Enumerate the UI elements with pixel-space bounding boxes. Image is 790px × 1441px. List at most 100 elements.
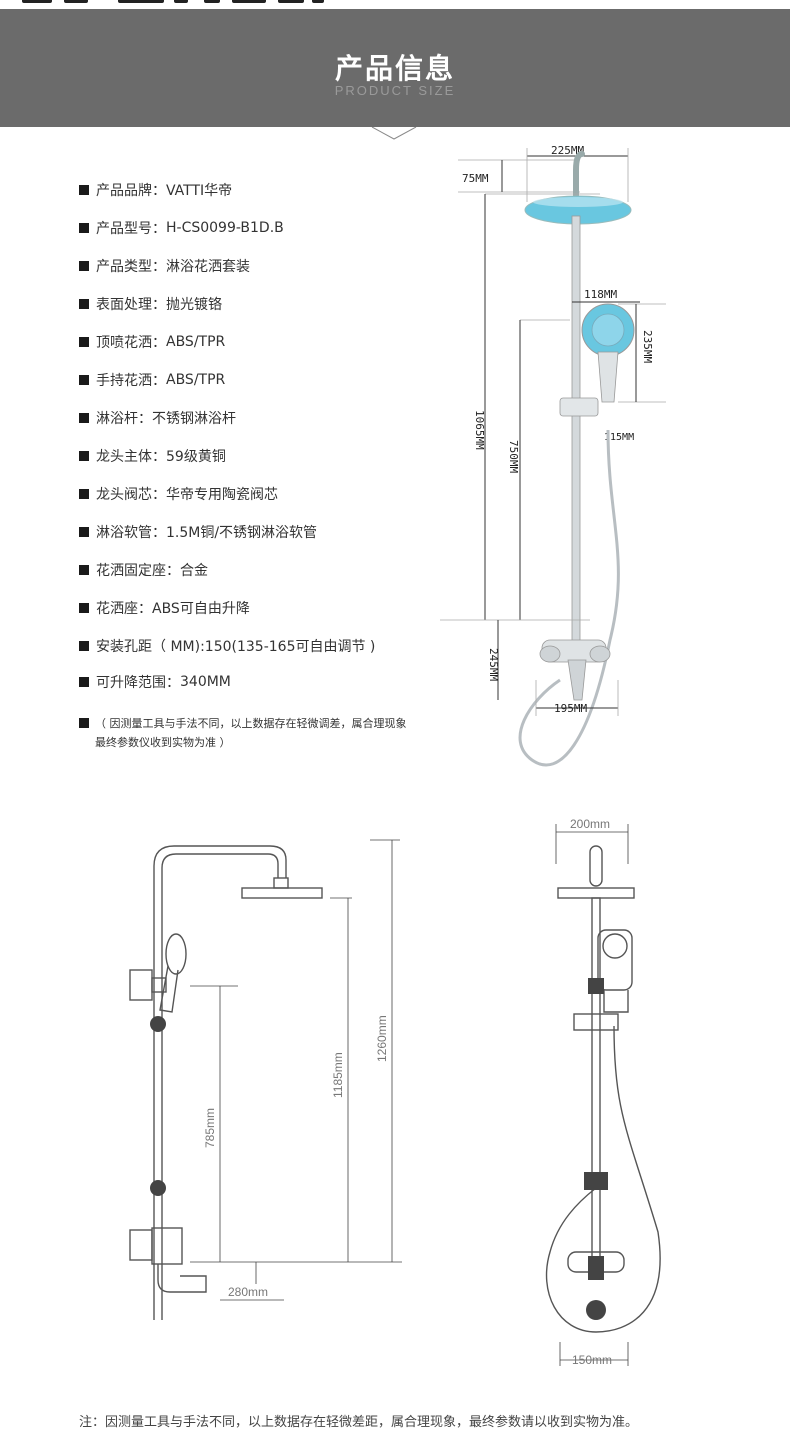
- product-dimension-diagram: 225MM 75MM 1065MM 118MM 235MM 115MM 750M…: [440, 144, 666, 767]
- measurement-note: （ 因测量工具与手法不同，以上数据存在轻微调差，属合理现象 最终参数仪收到实物为…: [79, 714, 459, 752]
- bullet-square: [79, 223, 89, 233]
- bullet-square: [79, 261, 89, 271]
- dim-side-head-to-mixer: 1185mm: [331, 1052, 345, 1098]
- shower-arm: [573, 151, 585, 203]
- dim-front-hole-spacing: 150mm: [572, 1353, 612, 1367]
- front-arm: [589, 845, 603, 887]
- dim-side-slide: 785mm: [203, 1108, 217, 1148]
- spec-value: ABS/TPR: [166, 334, 226, 350]
- spec-value: 抛光镀铬: [166, 297, 222, 313]
- dim-top-width: 225MM: [551, 144, 584, 157]
- spec-label: 花洒固定座：: [96, 563, 180, 579]
- spec-item-lift-range: 可升降范围：340MM: [79, 672, 231, 692]
- spec-label: 龙头阀芯：: [96, 487, 166, 503]
- spec-value: 1.5M铜/不锈钢淋浴软管: [166, 525, 318, 541]
- bullet-square: [79, 603, 89, 613]
- spec-label: 安装孔距（ MM):: [96, 639, 205, 655]
- footer-note: 注：因测量工具与手法不同，以上数据存在轻微差距，属合理现象，最终参数请以收到实物…: [79, 1415, 639, 1430]
- bullet-square: [79, 718, 89, 728]
- spec-item-brand: 产品品牌：VATTI华帝: [79, 180, 232, 200]
- shower-hose: [518, 429, 620, 767]
- spec-label: 龙头主体：: [96, 449, 166, 465]
- bullet-square: [79, 641, 89, 651]
- front-overhead-head: [557, 887, 635, 899]
- spec-value: H-CS0099-B1D.B: [166, 220, 284, 236]
- dim-mixer-height: 245MM: [487, 648, 500, 681]
- spec-label: 花洒座：: [96, 601, 152, 617]
- spec-value: VATTI华帝: [166, 183, 233, 199]
- bullet-square: [79, 413, 89, 423]
- bullet-square: [79, 451, 89, 461]
- spec-label: 顶喷花洒：: [96, 335, 166, 351]
- bullet-square: [79, 677, 89, 687]
- side-pole-outline: [153, 845, 287, 1320]
- spec-item-type: 产品类型：淋浴花洒套装: [79, 256, 250, 276]
- spec-item-overhead-shower: 顶喷花洒：ABS/TPR: [79, 332, 225, 352]
- banner-notch: [371, 127, 417, 140]
- front-holder-block: [588, 978, 604, 994]
- spec-item-bracket: 花洒固定座：合金: [79, 560, 208, 580]
- spec-item-holder: 花洒座：ABS可自由升降: [79, 598, 250, 618]
- side-spout: [157, 1264, 207, 1293]
- spec-label: 表面处理：: [96, 297, 166, 313]
- dim-side-spout: 280mm: [228, 1285, 268, 1299]
- spec-label: 产品品牌：: [96, 183, 166, 199]
- section-title: 产品信息: [334, 52, 455, 85]
- spec-item-model: 产品型号：H-CS0099-B1D.B: [79, 218, 284, 238]
- side-view-drawing: 785mm 1185mm 1260mm 280mm: [129, 839, 402, 1320]
- spec-item-handheld-shower: 手持花洒：ABS/TPR: [79, 370, 225, 390]
- front-mixer-knob: [588, 1256, 604, 1280]
- top-cropped-strip: [0, 0, 790, 9]
- front-spout-outlet: [586, 1300, 606, 1320]
- spec-value: ABS/TPR: [166, 372, 226, 388]
- side-pole-joint: [150, 1016, 166, 1032]
- spec-item-cartridge: 龙头阀芯：华帝专用陶瓷阀芯: [79, 484, 278, 504]
- dim-handheld-width: 118MM: [584, 288, 617, 301]
- side-handheld-head: [165, 933, 187, 975]
- dim-bracket-offset: 115MM: [604, 432, 634, 443]
- spec-item-body: 龙头主体：59级黄铜: [79, 446, 226, 466]
- bullet-square: [79, 299, 89, 309]
- spec-value: 不锈钢淋浴杆: [152, 411, 236, 427]
- shower-pole: [571, 215, 581, 657]
- spec-label: 产品型号：: [96, 221, 166, 237]
- bullet-square: [79, 185, 89, 195]
- section-subtitle: PRODUCT SIZE: [334, 83, 456, 98]
- spec-label: 手持花洒：: [96, 373, 166, 389]
- bullet-square: [79, 489, 89, 499]
- front-pole: [591, 897, 601, 1279]
- bullet-square: [79, 337, 89, 347]
- spec-label: 可升降范围：: [96, 675, 180, 691]
- side-mixer-knob: [129, 1229, 153, 1261]
- spec-value: 59级黄铜: [166, 449, 226, 465]
- front-hose-holder: [584, 1172, 608, 1190]
- spec-value: 淋浴花洒套装: [166, 259, 250, 275]
- bullet-square: [79, 375, 89, 385]
- spec-label: 淋浴软管：: [96, 525, 166, 541]
- bullet-square: [79, 527, 89, 537]
- spec-item-hose: 淋浴软管：1.5M铜/不锈钢淋浴软管: [79, 522, 317, 542]
- side-holder-knob: [129, 969, 153, 1001]
- side-pole-joint: [150, 1180, 166, 1196]
- dim-side-total: 1260mm: [375, 1015, 389, 1062]
- spec-value: 150(135-165可自由调节 ): [204, 639, 376, 655]
- section-header: 产品信息 PRODUCT SIZE: [0, 9, 790, 127]
- spec-item-hole-spacing: 安装孔距（ MM):150(135-165可自由调节 ): [79, 636, 375, 656]
- spec-label: 产品类型：: [96, 259, 166, 275]
- dim-mixer-width: 195MM: [554, 702, 587, 715]
- dim-front-head-width: 200mm: [570, 817, 610, 831]
- spec-item-finish: 表面处理：抛光镀铬: [79, 294, 222, 314]
- dim-slide-height: 750MM: [507, 440, 520, 473]
- front-slide-bracket: [573, 1013, 619, 1031]
- note-line-2: 最终参数仪收到实物为准 ）: [95, 736, 231, 749]
- front-hose: [545, 1025, 661, 1333]
- spec-item-shower-rod: 淋浴杆：不锈钢淋浴杆: [79, 408, 236, 428]
- front-handheld-head: [597, 929, 633, 991]
- spec-label: 淋浴杆：: [96, 411, 152, 427]
- front-view-drawing: 200mm 150mm: [545, 817, 661, 1367]
- side-overhead-head: [241, 887, 323, 899]
- slide-bracket: [559, 397, 599, 417]
- dim-head-height: 75MM: [462, 172, 489, 185]
- spec-value: 华帝专用陶瓷阀芯: [166, 487, 278, 503]
- bullet-square: [79, 565, 89, 575]
